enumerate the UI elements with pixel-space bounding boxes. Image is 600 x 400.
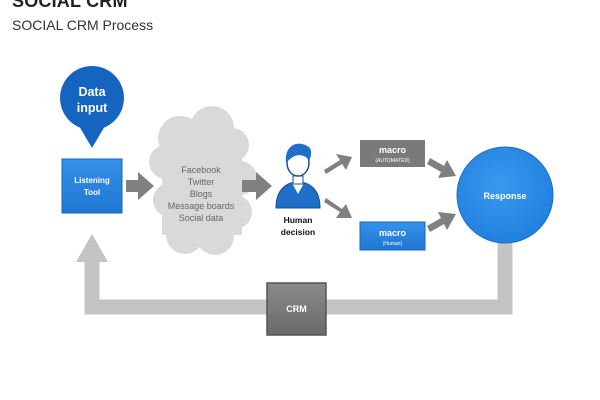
arrow-macro-human-to-response	[427, 212, 456, 232]
macro-human-box	[359, 221, 426, 251]
macro-human-node: macro (Human)	[359, 221, 426, 251]
macro-automated-title: macro	[379, 145, 407, 155]
feedback-arrow-head	[76, 234, 108, 262]
crm-node: CRM	[266, 282, 327, 336]
response-label: Response	[483, 191, 526, 201]
listening-tool-node: Listening Tool	[61, 158, 123, 214]
arrow-cloud-to-human	[242, 172, 272, 200]
source-message-boards: Message boards	[168, 201, 235, 211]
source-facebook: Facebook	[181, 165, 221, 175]
source-twitter: Twitter	[188, 177, 215, 187]
data-input-node: Data input	[60, 66, 124, 148]
response-circle	[456, 146, 554, 244]
human-decision-label-2: decision	[281, 227, 315, 237]
social-sources-cloud: Facebook Twitter Blogs Message boards So…	[149, 106, 257, 255]
page-title: SOCIAL CRM	[12, 0, 128, 11]
data-input-circle	[60, 66, 124, 130]
human-decision-node: Human decision	[275, 143, 321, 237]
arrow-human-to-macro-human	[324, 198, 352, 218]
page-subtitle: SOCIAL CRM Process	[12, 17, 154, 33]
macro-automated-node: macro (AUTOMATED)	[360, 140, 425, 167]
macro-human-sub: (Human)	[383, 241, 403, 247]
human-decision-label-1: Human	[284, 215, 313, 225]
source-blogs: Blogs	[190, 189, 213, 199]
data-input-label-2: input	[77, 101, 108, 115]
macro-automated-box	[360, 140, 425, 167]
data-input-label-1: Data	[78, 85, 106, 99]
crm-box	[266, 282, 327, 336]
person-icon	[275, 143, 321, 209]
listening-tool-box	[61, 158, 123, 214]
arrow-human-to-macro-auto	[324, 154, 352, 174]
macro-automated-sub: (AUTOMATED)	[375, 158, 410, 164]
arrow-tool-to-cloud	[126, 172, 154, 200]
arrow-macro-auto-to-response	[427, 158, 456, 178]
listening-tool-label-2: Tool	[84, 188, 100, 197]
crm-label: CRM	[286, 304, 307, 314]
macro-human-title: macro	[379, 228, 407, 238]
listening-tool-label-1: Listening	[74, 176, 110, 185]
source-social-data: Social data	[179, 213, 224, 223]
response-node: Response	[456, 146, 554, 244]
